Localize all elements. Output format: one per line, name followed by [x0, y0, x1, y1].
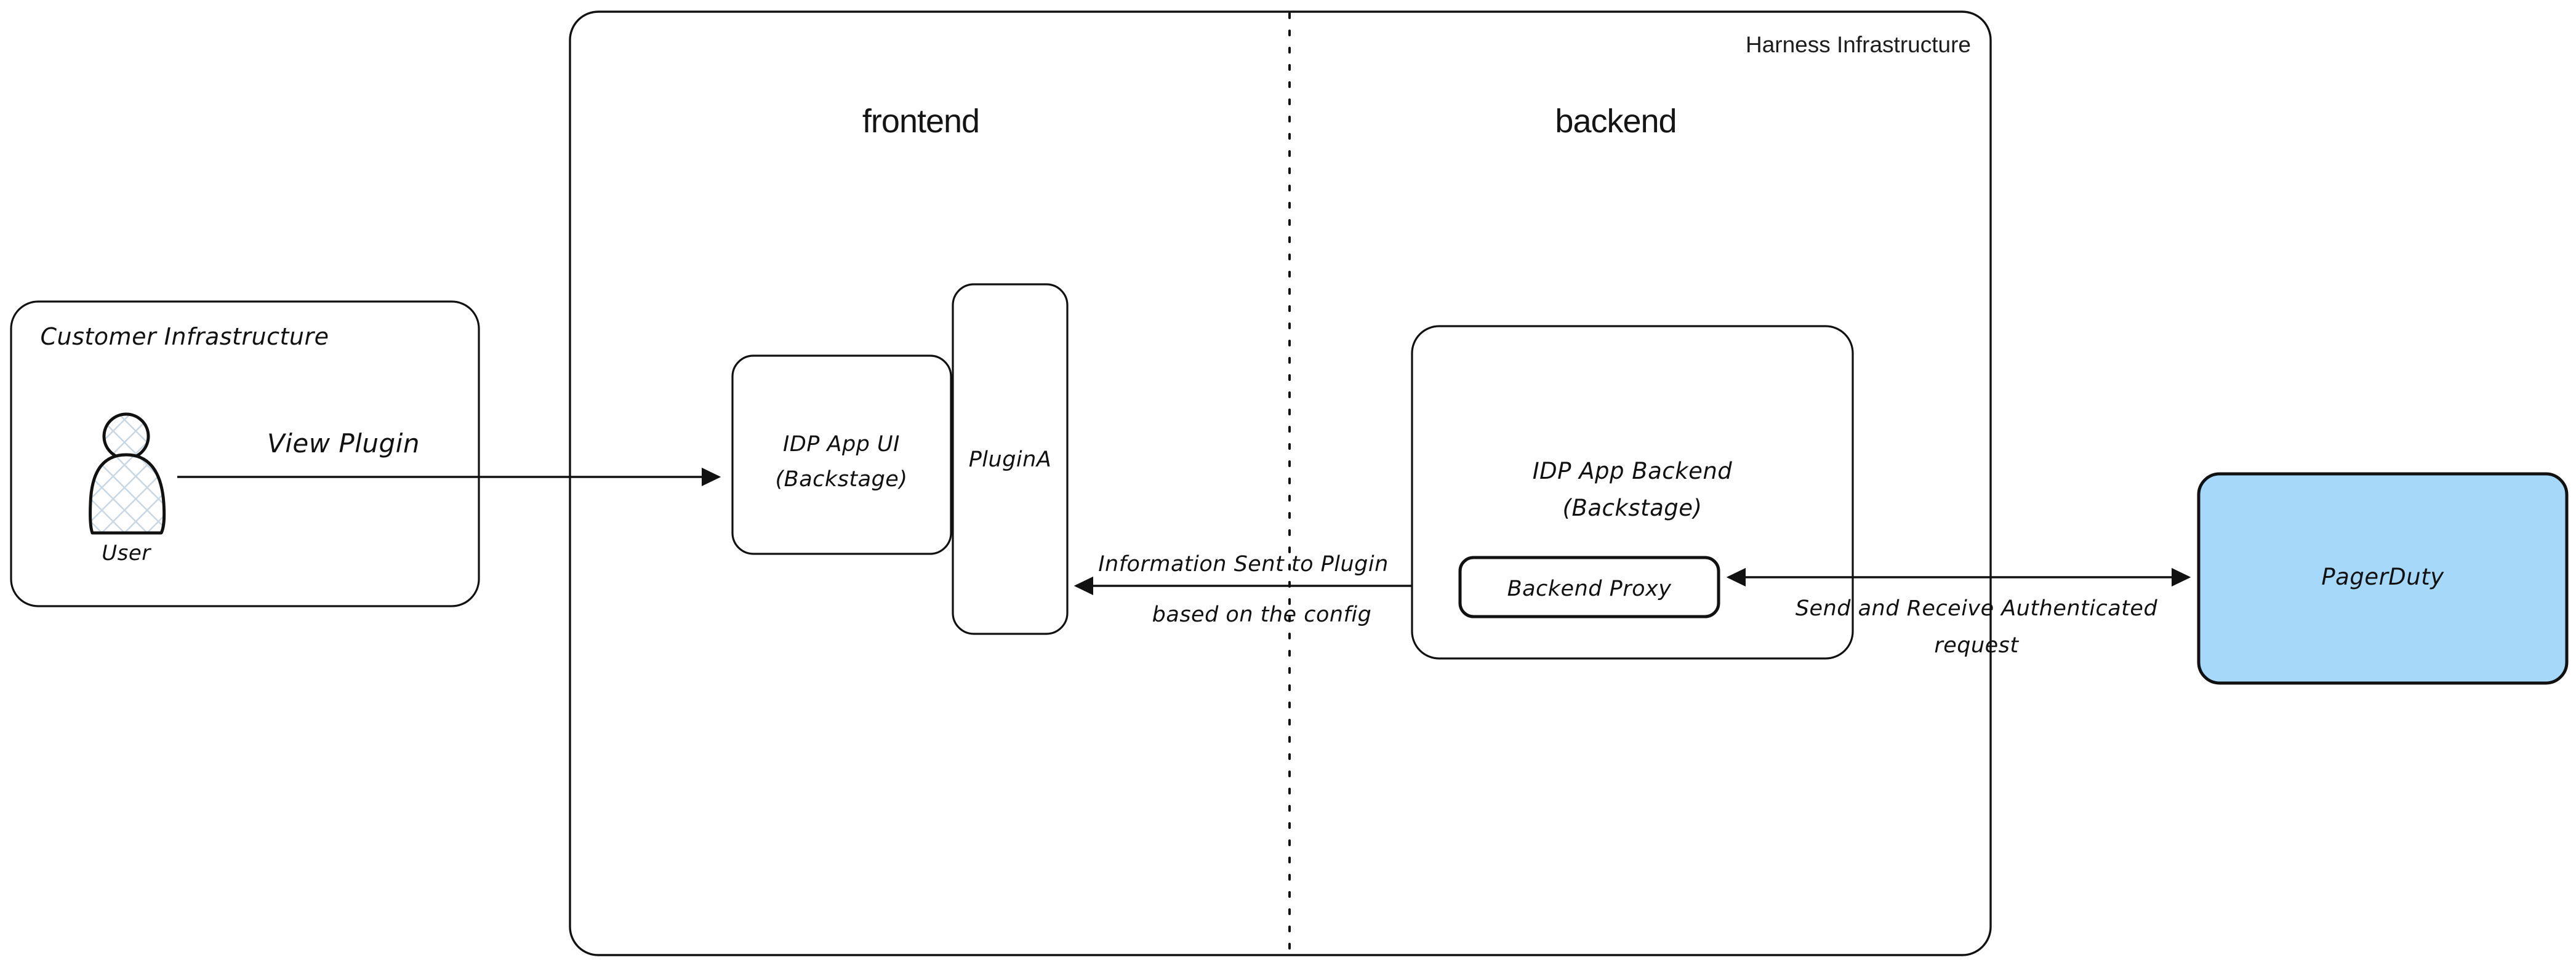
edge-backend-proxy-pagerduty-label-line1: Send and Receive Authenticated [1796, 596, 2158, 621]
edge-backend-proxy-pagerduty: Send and Receive Authenticated request [1726, 567, 2191, 658]
backend-proxy-box [1458, 556, 1720, 618]
node-backend-proxy: Backend Proxy [1458, 556, 1720, 618]
zone-label-backend: backend [1555, 103, 1676, 140]
customer-infrastructure-container: Customer Infrastructure User [10, 300, 480, 607]
harness-infrastructure-box [569, 10, 1992, 956]
node-idp-app-ui: IDP App UI (Backstage) [731, 354, 952, 555]
harness-infrastructure-label: Harness Infrastructure [1746, 32, 1971, 57]
edge-backend-proxy-pagerduty-label-line2: request [1934, 633, 2019, 658]
edge-user-to-idp-ui: View Plugin [177, 428, 721, 487]
customer-infrastructure-label: Customer Infrastructure [40, 323, 329, 350]
plugin-a-box [952, 283, 1069, 635]
harness-infrastructure-container: Harness Infrastructure frontend backend [569, 10, 1992, 956]
edge-backend-proxy-to-plugin-a-label-line2: based on the config [1152, 602, 1372, 627]
backend-proxy-label: Backend Proxy [1507, 577, 1672, 601]
idp-app-ui-label-line2: (Backstage) [776, 467, 908, 492]
node-idp-app-backend: IDP App Backend (Backstage) Backend Prox… [1411, 325, 1854, 660]
edge-backend-proxy-to-plugin-a: Information Sent to Plugin based on the … [1073, 552, 1412, 627]
pagerduty-label: PagerDuty [2321, 564, 2444, 590]
plugin-a-label: PluginA [969, 447, 1052, 472]
node-pagerduty: PagerDuty [2197, 472, 2569, 685]
pagerduty-box [2197, 472, 2569, 685]
edge-backend-proxy-to-plugin-a-label-line1: Information Sent to Plugin [1098, 552, 1389, 577]
user-actor-icon [89, 412, 166, 535]
zone-label-frontend: frontend [862, 103, 979, 140]
idp-app-backend-label-line2: (Backstage) [1563, 495, 1703, 521]
idp-app-ui-label-line1: IDP App UI [783, 432, 900, 457]
idp-app-ui-box [731, 354, 952, 555]
user-actor-label: User [102, 541, 151, 566]
idp-app-backend-label-line1: IDP App Backend [1533, 458, 1733, 484]
edge-user-to-idp-ui-label: View Plugin [267, 428, 420, 458]
node-plugin-a: PluginA [952, 283, 1069, 635]
